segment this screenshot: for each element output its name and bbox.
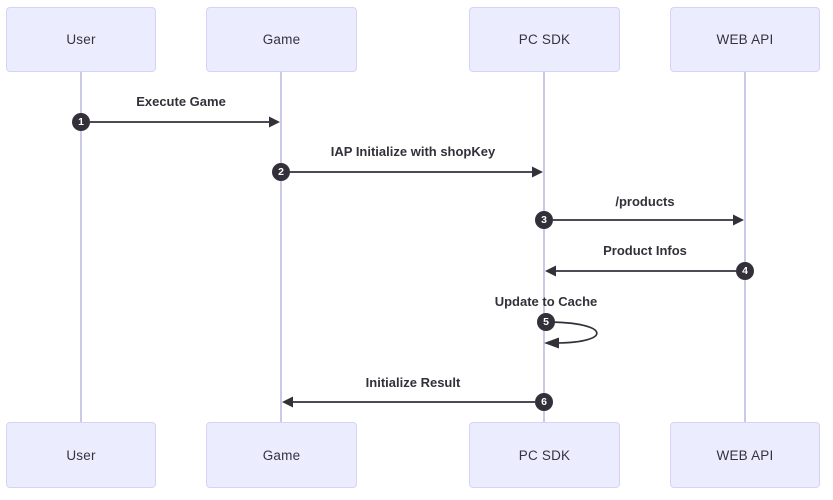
message-arrow-5 — [544, 321, 598, 349]
message-arrow-4 — [545, 265, 736, 277]
actor-box-bottom-user[interactable]: User — [6, 422, 156, 488]
lifeline-game — [280, 72, 282, 422]
arrow-head-5 — [544, 337, 559, 349]
message-arrow-3 — [553, 214, 744, 226]
message-arrow-6 — [282, 396, 535, 408]
actor-box-bottom-game[interactable]: Game — [206, 422, 357, 488]
message-label-6: Initialize Result — [365, 375, 461, 390]
actor-box-bottom-pcsdk[interactable]: PC SDK — [469, 422, 620, 488]
message-arrow-2 — [290, 166, 543, 178]
message-label-5: Update to Cache — [494, 294, 598, 309]
message-label-1: Execute Game — [136, 94, 226, 109]
self-loop-path-5 — [545, 321, 598, 344]
arrow-head-1 — [269, 116, 280, 128]
lifeline-pcsdk — [543, 72, 545, 422]
actor-box-top-webapi[interactable]: WEB API — [670, 7, 820, 72]
actor-label-webapi-bottom: WEB API — [716, 447, 774, 463]
actor-label-webapi-top: WEB API — [716, 32, 774, 47]
message-label-3: /products — [615, 194, 675, 209]
actor-label-pcsdk-bottom: PC SDK — [518, 447, 571, 463]
actor-box-top-game[interactable]: Game — [206, 7, 357, 72]
message-marker-2: 2 — [272, 163, 290, 181]
arrow-head-3 — [733, 214, 744, 226]
message-label-2: IAP Initialize with shopKey — [330, 144, 496, 159]
lifeline-webapi — [744, 72, 746, 422]
message-marker-4: 4 — [736, 262, 754, 280]
actor-label-user-bottom: User — [66, 447, 96, 463]
actor-label-game-top: Game — [262, 32, 301, 47]
actor-label-pcsdk-top: PC SDK — [518, 32, 571, 47]
arrow-head-2 — [532, 166, 543, 178]
actor-box-top-pcsdk[interactable]: PC SDK — [469, 7, 620, 72]
message-marker-5: 5 — [537, 313, 555, 331]
actor-box-bottom-webapi[interactable]: WEB API — [670, 422, 820, 488]
message-arrow-1 — [90, 116, 280, 128]
message-label-4: Product Infos — [603, 243, 687, 258]
message-marker-1: 1 — [72, 113, 90, 131]
actor-label-user-top: User — [66, 32, 96, 47]
actor-label-game-bottom: Game — [262, 447, 301, 463]
actor-box-top-user[interactable]: User — [6, 7, 156, 72]
arrow-head-6 — [282, 396, 293, 408]
arrow-head-4 — [545, 265, 556, 277]
message-marker-3: 3 — [535, 211, 553, 229]
lifeline-user — [80, 72, 82, 422]
message-marker-6: 6 — [535, 393, 553, 411]
